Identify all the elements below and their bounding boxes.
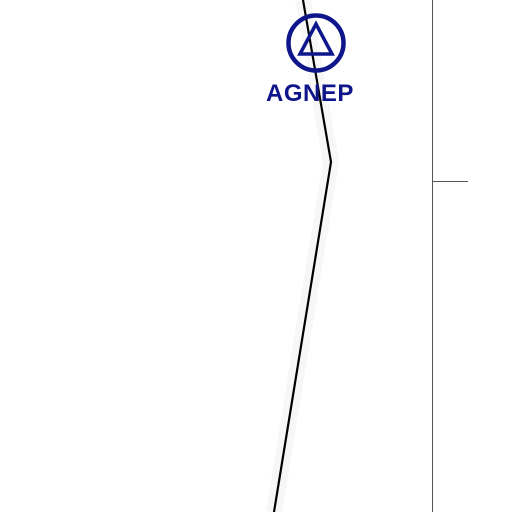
route-halo	[266, 0, 340, 512]
waypoint-triangle	[297, 20, 335, 56]
waypoint-label[interactable]: AGNEP	[266, 80, 354, 107]
waypoint-symbol-icon[interactable]	[286, 13, 346, 73]
waypoint-circle	[286, 13, 346, 73]
